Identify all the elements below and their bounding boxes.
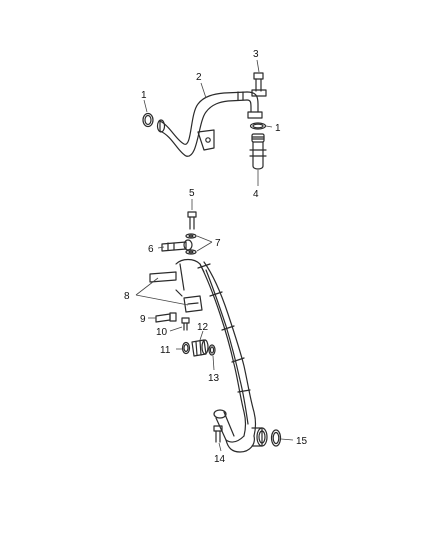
washer-part-7-top <box>185 233 197 239</box>
callout-3: 3 <box>253 49 259 60</box>
fitting-part-4 <box>249 133 267 170</box>
o-ring-part-15 <box>270 429 282 447</box>
leader-1a <box>143 99 148 113</box>
coolant-tube-part-2 <box>156 91 263 157</box>
bolt-part-9 <box>155 312 177 323</box>
callout-12: 12 <box>197 322 209 333</box>
leader-10 <box>169 326 183 332</box>
o-ring-part-1-left <box>142 112 154 128</box>
connector-part-12 <box>191 339 209 357</box>
callout-8: 8 <box>124 291 130 302</box>
leader-3 <box>256 59 260 73</box>
leader-1b <box>265 125 273 128</box>
o-ring-part-1-right <box>249 122 267 130</box>
leader-15 <box>280 438 294 441</box>
o-ring-part-13 <box>208 344 216 356</box>
clamp-part-8 <box>183 295 203 313</box>
callout-9: 9 <box>140 314 146 325</box>
callout-11: 11 <box>160 345 171 356</box>
coolant-hose-assembly <box>149 258 268 453</box>
callout-10: 10 <box>156 327 168 338</box>
callout-7: 7 <box>215 238 221 249</box>
callout-1-right: 1 <box>275 123 281 134</box>
bolt-part-14 <box>213 425 223 443</box>
leader-14 <box>218 442 222 452</box>
callout-5: 5 <box>189 188 195 199</box>
leader-6 <box>157 246 165 249</box>
callout-15: 15 <box>296 436 308 447</box>
callout-4: 4 <box>253 189 259 200</box>
callout-2: 2 <box>196 72 202 83</box>
callout-13: 13 <box>208 373 220 384</box>
callout-1-left: 1 <box>141 90 147 101</box>
leader-12 <box>199 330 204 341</box>
o-ring-part-11 <box>181 341 191 355</box>
washer-part-7-bottom <box>185 249 197 255</box>
bolt-part-10 <box>181 317 190 331</box>
bolt-part-5 <box>187 211 197 230</box>
leader-2 <box>200 82 207 99</box>
leader-7 <box>196 235 213 252</box>
leader-8 <box>135 277 189 306</box>
banjo-fitting-part-6 <box>161 239 193 252</box>
leader-13 <box>212 355 215 371</box>
callout-6: 6 <box>148 244 154 255</box>
callout-14: 14 <box>214 454 226 465</box>
bolt-part-3 <box>251 72 267 97</box>
